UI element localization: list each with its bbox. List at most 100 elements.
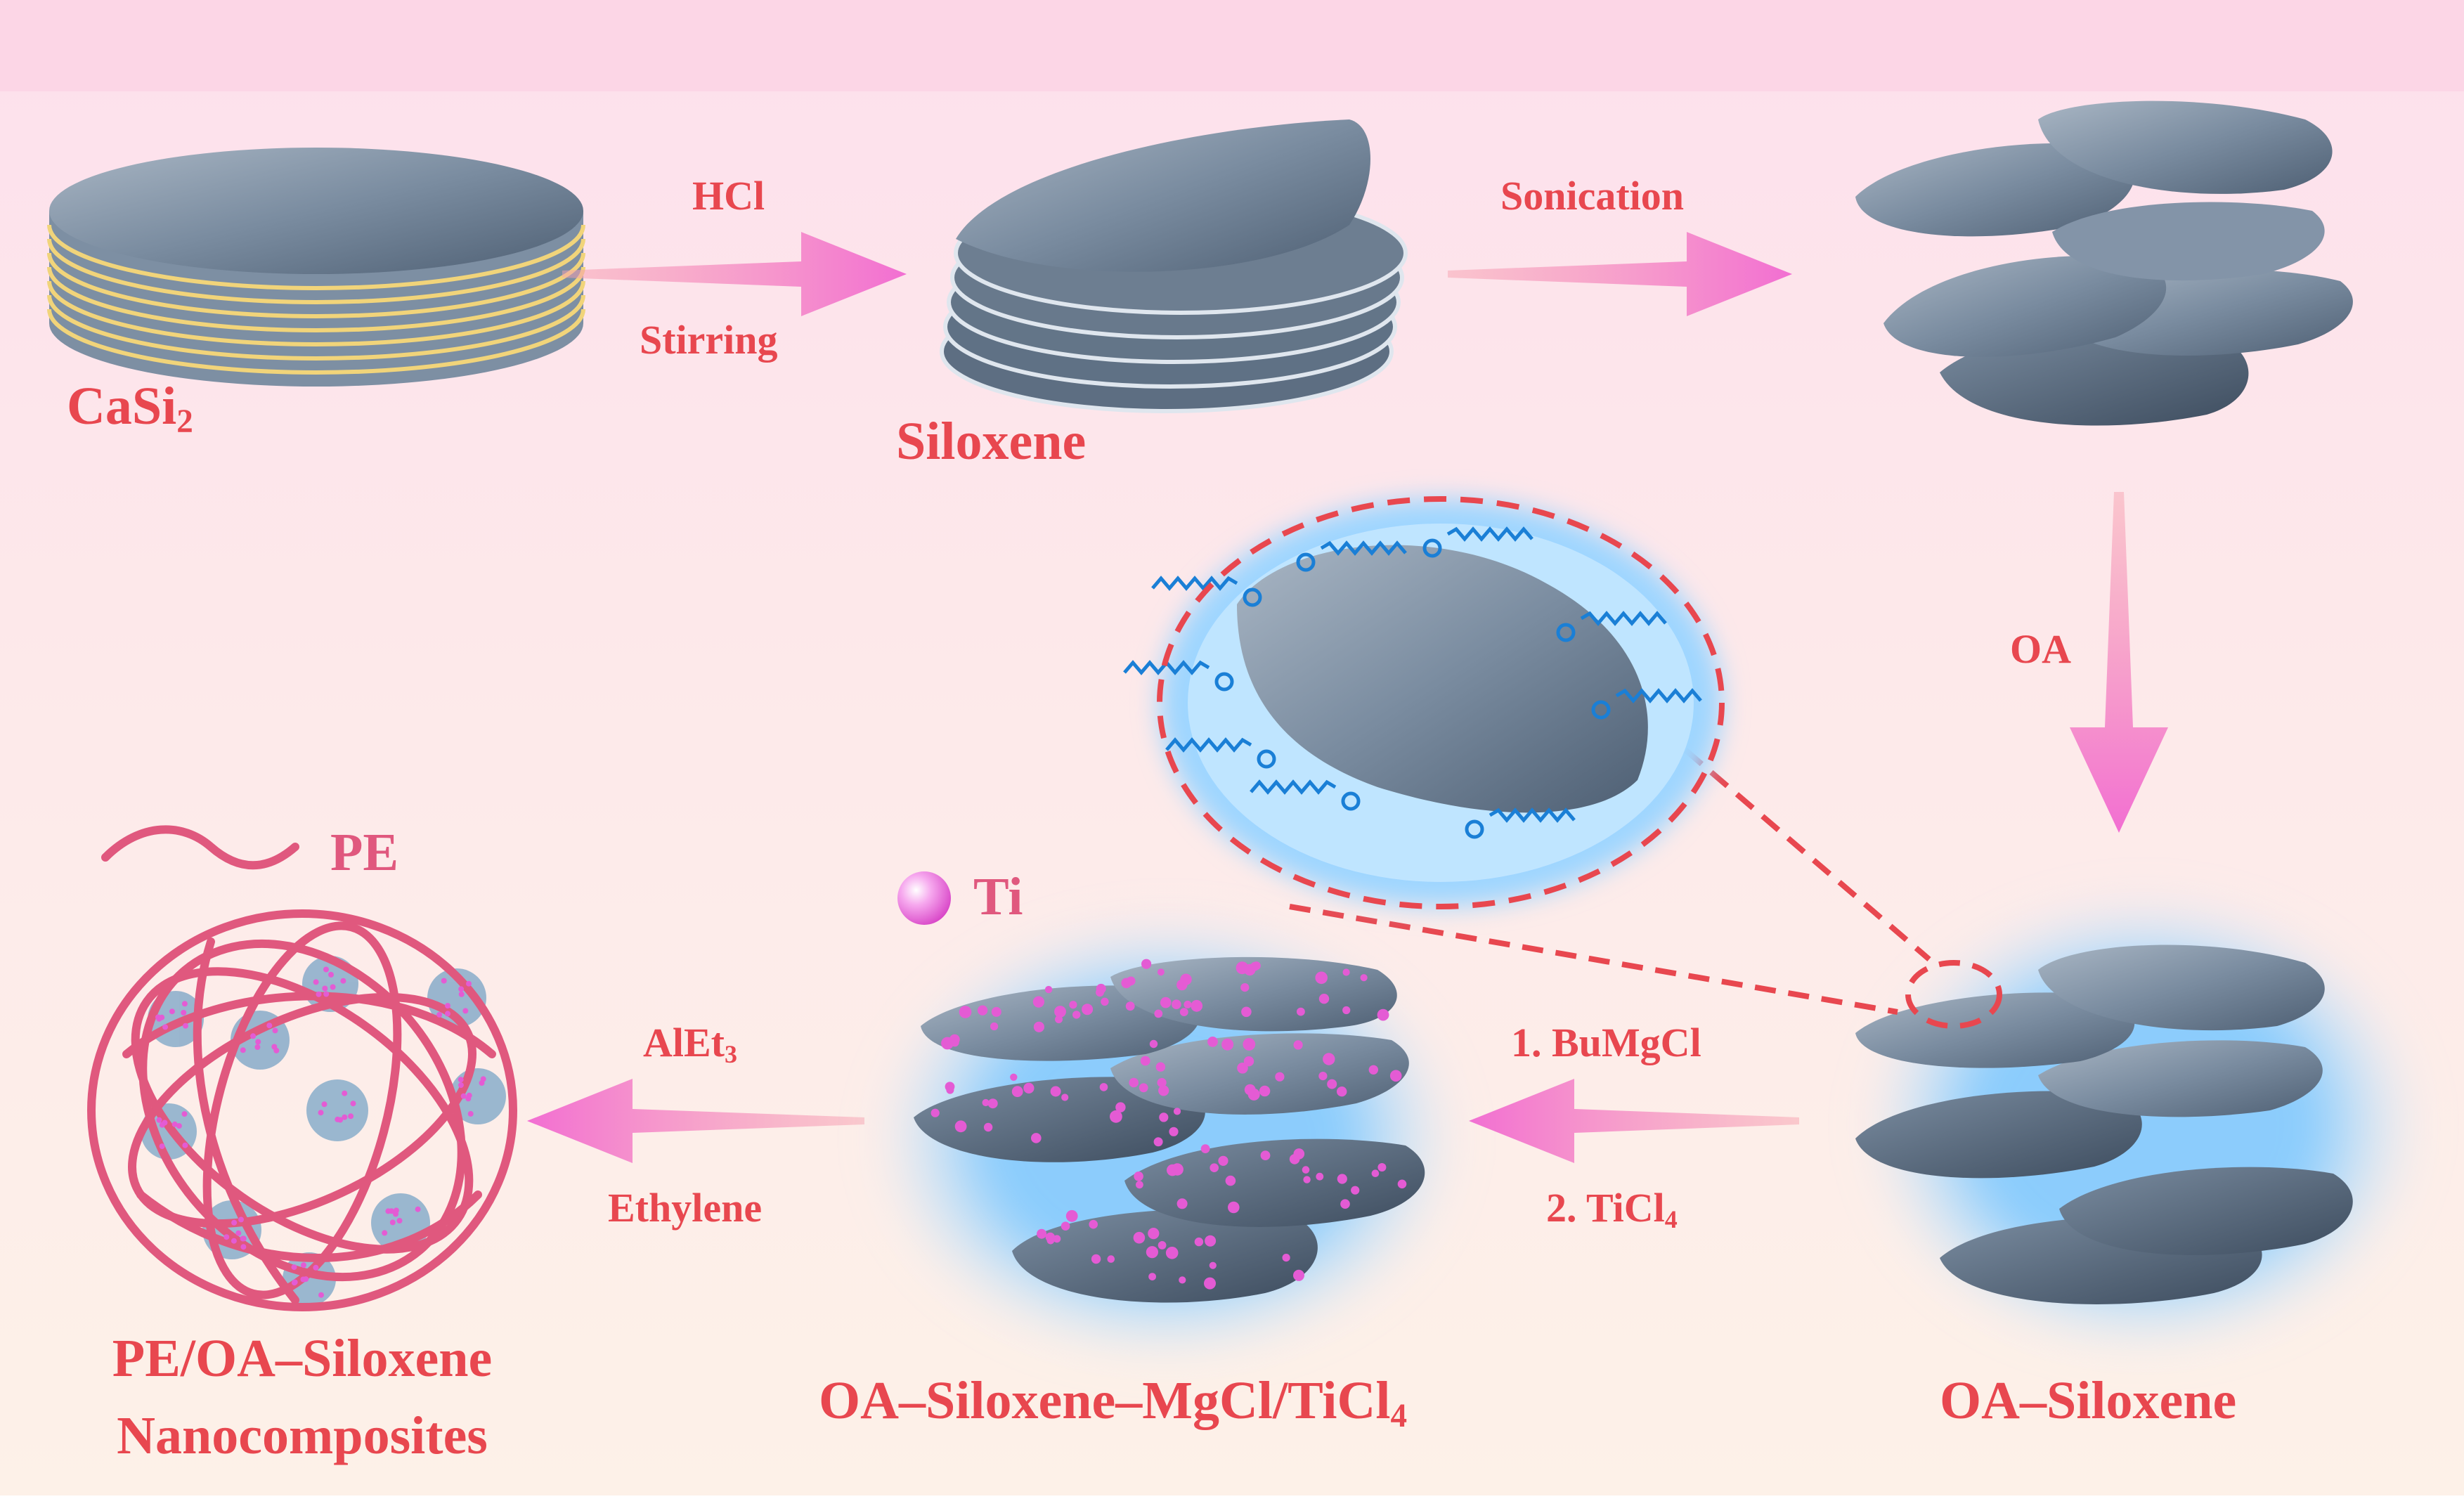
ti-particle bbox=[1237, 1063, 1248, 1074]
ti-particle bbox=[162, 1024, 169, 1030]
oa-ligand-chain bbox=[1250, 779, 1337, 795]
ti-particle bbox=[323, 991, 330, 997]
ti-particle bbox=[1392, 1073, 1400, 1082]
ti-particle bbox=[458, 1077, 464, 1083]
ti-particle bbox=[238, 1216, 244, 1223]
exfoliated-nanosheets bbox=[1855, 100, 2353, 426]
ti-particle bbox=[1133, 1231, 1146, 1244]
ti-particle bbox=[1033, 1021, 1044, 1032]
ti-particle bbox=[415, 1206, 421, 1212]
ti-particle bbox=[1158, 1241, 1167, 1250]
ti-particle bbox=[223, 1234, 230, 1240]
ti-particle bbox=[1121, 978, 1132, 989]
ti-particle bbox=[1054, 1006, 1066, 1018]
ti-particle bbox=[1072, 1011, 1081, 1019]
ti-particle bbox=[1065, 1209, 1078, 1222]
ti-particle bbox=[159, 1122, 165, 1128]
ti-particle bbox=[941, 1037, 954, 1050]
ti-particle bbox=[1155, 1062, 1166, 1072]
ti-particle bbox=[1200, 1144, 1210, 1153]
ti-particle bbox=[466, 1092, 472, 1098]
ti-particle bbox=[321, 1101, 328, 1108]
siloxene-stack bbox=[940, 119, 1408, 413]
ti-particle bbox=[1046, 1237, 1055, 1245]
oa-label: OA bbox=[2010, 626, 2071, 672]
ti-particle bbox=[1037, 1228, 1047, 1239]
ti-particle bbox=[396, 1218, 403, 1224]
ti-particle bbox=[1194, 1237, 1204, 1247]
carbonyl-oxygen bbox=[1422, 538, 1442, 558]
ti-particle bbox=[159, 1143, 165, 1150]
ti-particle bbox=[1146, 1246, 1158, 1259]
ti-particle bbox=[1250, 961, 1259, 971]
top-band bbox=[0, 0, 2464, 91]
ti-particle bbox=[1360, 974, 1368, 982]
ti-particle bbox=[1139, 1083, 1148, 1093]
ti-particle bbox=[1032, 996, 1044, 1008]
ti-particle bbox=[1061, 1094, 1069, 1101]
ti-particle bbox=[169, 1008, 175, 1015]
ti-particle bbox=[479, 1080, 485, 1086]
carbonyl-oxygen bbox=[1556, 623, 1576, 642]
zoom-inset bbox=[1123, 496, 1725, 909]
ti-particle bbox=[328, 971, 334, 978]
ti-particle bbox=[271, 1044, 278, 1050]
oa-ligand-chain bbox=[1165, 737, 1252, 753]
ti-particle bbox=[987, 1098, 998, 1109]
ti-particle bbox=[460, 1093, 467, 1099]
ti-particle bbox=[176, 1123, 182, 1129]
ti-particle bbox=[946, 1086, 954, 1094]
ti-particle bbox=[1323, 1053, 1335, 1065]
ti-particle bbox=[982, 1098, 990, 1107]
ti-particle bbox=[1275, 1072, 1285, 1082]
ti-particle bbox=[1240, 983, 1250, 992]
ti-particle bbox=[1368, 1065, 1379, 1075]
ti-particle bbox=[342, 1114, 348, 1120]
ti-particle bbox=[382, 1230, 388, 1236]
ti-particle bbox=[1089, 1219, 1098, 1229]
ti-particle bbox=[959, 1006, 972, 1018]
ti-particle bbox=[1172, 999, 1181, 1009]
ti-particle bbox=[1154, 1009, 1163, 1018]
ti-particle bbox=[977, 1005, 988, 1015]
ethylene-label: Ethylene bbox=[608, 1185, 763, 1231]
ti-particle bbox=[318, 1110, 324, 1116]
ti-particle bbox=[240, 1235, 247, 1242]
oa-ligand-chain bbox=[1580, 611, 1667, 626]
down-arrow-icon bbox=[2070, 492, 2168, 833]
ti-particle bbox=[1140, 1056, 1150, 1066]
ti-particle bbox=[181, 1111, 188, 1117]
ti-particle bbox=[1260, 1150, 1271, 1160]
ti-particle bbox=[1050, 1086, 1061, 1097]
stirring-label: Stirring bbox=[640, 317, 778, 363]
ti-particle bbox=[1210, 1163, 1219, 1172]
ti-particle bbox=[1316, 1172, 1324, 1181]
ti-particle bbox=[954, 1120, 967, 1133]
right-arrow-icon bbox=[1448, 232, 1792, 316]
ti-particle bbox=[1115, 1102, 1126, 1112]
ti-particle bbox=[1169, 1127, 1179, 1136]
ti-particle bbox=[1205, 1235, 1217, 1247]
ti-sphere-icon bbox=[897, 871, 951, 925]
ti-particle bbox=[1293, 1269, 1304, 1281]
ti-particle bbox=[1337, 1086, 1347, 1097]
ti-particle bbox=[1031, 1133, 1042, 1143]
ti-particle bbox=[1315, 971, 1328, 985]
carbonyl-oxygen bbox=[1591, 700, 1611, 720]
carbonyl-oxygen bbox=[1214, 672, 1234, 692]
ti-particle bbox=[1159, 1112, 1169, 1122]
hcl-label: HCl bbox=[692, 173, 765, 219]
oa-ligand-chain bbox=[1489, 807, 1576, 823]
ti-particle bbox=[1243, 1038, 1256, 1051]
ti-particle bbox=[1377, 1163, 1387, 1172]
ti-particle bbox=[1082, 1004, 1094, 1015]
ti-particle bbox=[1125, 1001, 1135, 1011]
ti-particle bbox=[181, 1001, 188, 1007]
ti-particle bbox=[156, 1015, 162, 1022]
oa-ligand-chain bbox=[1615, 688, 1702, 703]
ti-particle bbox=[1148, 1273, 1156, 1280]
ti-particle bbox=[1225, 1175, 1236, 1186]
ti-particle bbox=[1157, 968, 1165, 976]
ti-particle bbox=[1207, 1037, 1218, 1047]
